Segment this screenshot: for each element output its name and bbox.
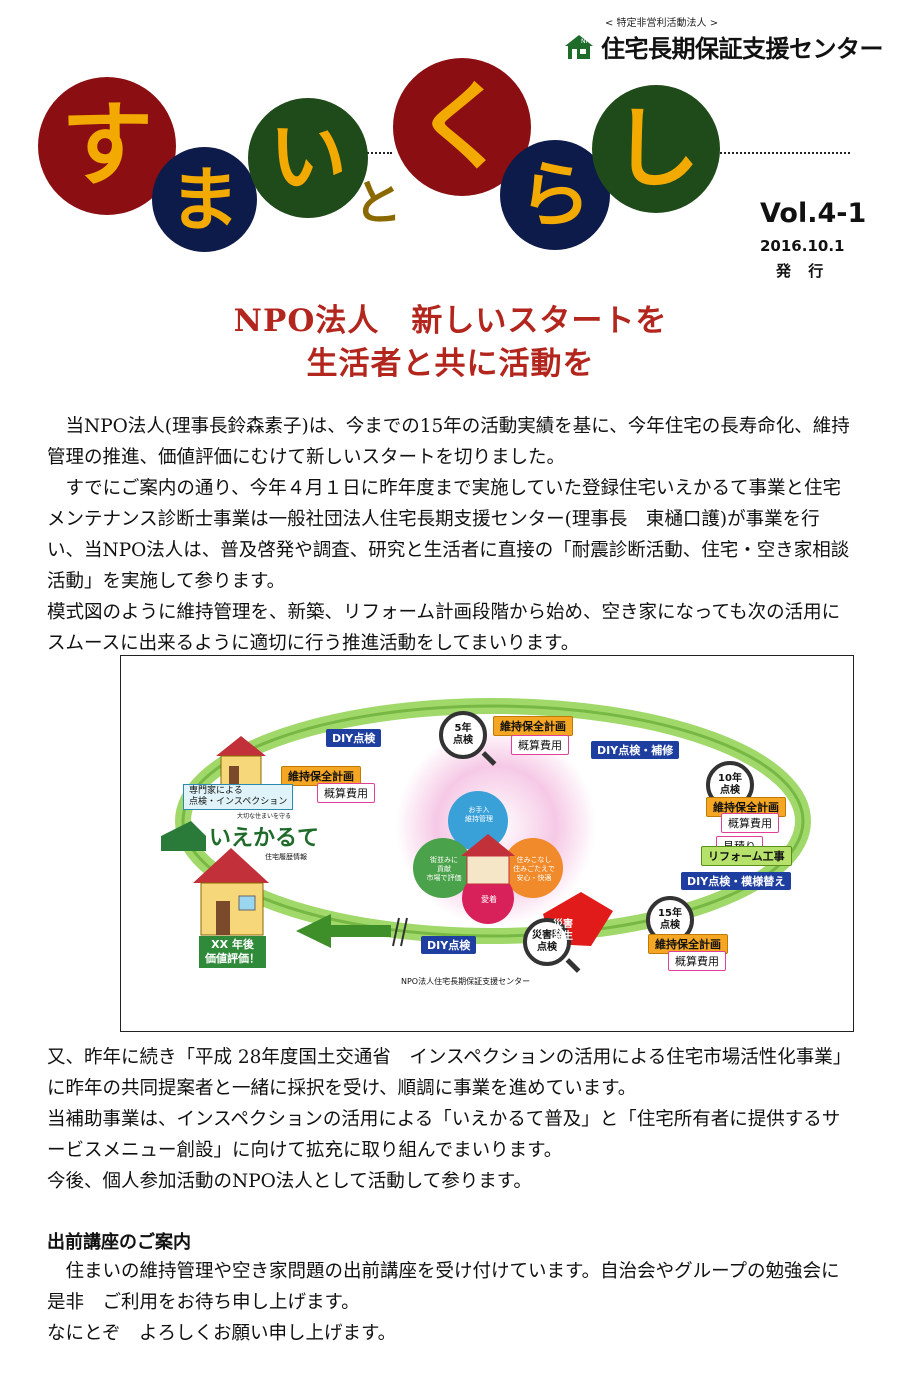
- paragraph: 又、昨年に続き「平成 28年度国土交通省 インスペクションの活用による住宅市場活…: [47, 1047, 852, 1099]
- expert-inspection-line2: 点検・インスペクション: [189, 797, 288, 807]
- value-evaluation-line1: XX 年後: [211, 938, 254, 951]
- dotted-rule-left: [360, 152, 392, 154]
- center-attachment-label: 愛着: [481, 895, 497, 904]
- headline-line2: 生活者と共に活動を: [306, 346, 595, 382]
- section-title: 出前講座のご案内: [47, 1232, 191, 1253]
- value-evaluation-box: XX 年後 価値評価！: [199, 936, 266, 968]
- section-body: 住まいの維持管理や空き家問題の出前講座を受け付けています。自治会やグループの勉強…: [47, 1256, 855, 1349]
- body-lower: 又、昨年に続き「平成 28年度国土交通省 インスペクションの活用による住宅市場活…: [47, 1042, 855, 1197]
- center-care-label: お手入 維持管理: [465, 806, 493, 823]
- issue-label: 発 行: [776, 262, 830, 280]
- maintenance-cycle-diagram: DIY点検 DIY点検・補修 DIY点検・模様替え DIY点検 5年 点検 10…: [120, 655, 854, 1032]
- inspection-5yr-icon: 5年 点検: [439, 711, 487, 759]
- cost-estimate-label: 概算費用: [668, 951, 726, 971]
- svg-text:NPO: NPO: [581, 38, 594, 45]
- volume-number: Vol.4-1: [760, 198, 867, 229]
- expert-inspection-box: 専門家による 点検・インスペクション: [183, 784, 294, 810]
- paragraph: 模式図のように維持管理を、新築、リフォーム計画段階から始め、空き家になっても次の…: [47, 602, 841, 654]
- maintenance-plan-label: 維持保全計画: [706, 797, 786, 817]
- issue-date: 2016.10.1: [760, 237, 845, 255]
- title-char-i: い: [248, 98, 368, 218]
- iekarute-tagline: 大切な住まいを守る: [237, 813, 292, 820]
- maintenance-plan-label: 維持保全計画: [648, 934, 728, 954]
- diy-check-label-bottom: DIY点検: [421, 936, 477, 954]
- paragraph: 今後、個人参加活動のNPO法人として活動して参ります。: [47, 1171, 532, 1192]
- paragraph: なにとぞ よろしくお願い申し上げます。: [47, 1323, 397, 1344]
- center-comfort-label: 住みこなし 住みごたえで 安心・快適: [513, 856, 555, 882]
- cost-estimate-label: 概算費用: [317, 783, 375, 803]
- expert-inspection-line1: 専門家による: [189, 786, 243, 796]
- body-upper: 当NPO法人(理事長鈴森素子)は、今までの15年の活動実績を基に、今年住宅の長寿…: [47, 411, 855, 659]
- title-char-ku: く: [393, 58, 531, 196]
- title-char-ra: ら: [500, 140, 610, 250]
- title-char-ma: ま: [152, 147, 257, 252]
- headline-line1: NPO法人 新しいスタートを: [233, 303, 668, 339]
- maintenance-plan-label: 維持保全計画: [281, 766, 361, 786]
- organization-header: < 特定非営利活動法人 > NPO 住宅長期保証支援センター: [563, 14, 884, 64]
- iekarute-logo: 大切な住まいを守る いえかるて 住宅履歴情報: [209, 811, 319, 862]
- cycle-ring: [161, 698, 811, 948]
- paragraph: すでにご案内の通り、今年４月１日に昨年度まで実施していた登録住宅いえかるて事業と…: [47, 478, 850, 592]
- diy-check-label: DIY点検: [326, 729, 382, 747]
- value-evaluation-line2: 価値評価！: [205, 952, 260, 965]
- paragraph: 当NPO法人(理事長鈴森素子)は、今までの15年の活動実績を基に、今年住宅の長寿…: [47, 416, 850, 468]
- org-type-label: < 特定非営利活動法人 >: [605, 18, 719, 29]
- diy-check-repair-label: DIY点検・補修: [591, 741, 680, 759]
- reform-work-label: リフォーム工事: [701, 846, 792, 866]
- iekarute-wordmark: いえかるて: [209, 826, 320, 851]
- diy-check-remodel-label: DIY点検・模様替え: [681, 872, 792, 890]
- title-char-to: と: [353, 175, 402, 231]
- paragraph: 当補助事業は、インスペクションの活用による「いえかるて普及」と「住宅所有者に提供…: [47, 1109, 841, 1161]
- iekarute-subtitle: 住宅履歴情報: [265, 853, 307, 861]
- org-name: 住宅長期保証支援センター: [601, 35, 884, 63]
- house-logo-icon: NPO: [565, 34, 594, 59]
- cost-estimate-label: 概算費用: [511, 735, 569, 755]
- cost-estimate-label: 概算費用: [721, 813, 779, 833]
- disaster-occurrence-label: 災害 発生: [553, 919, 573, 942]
- dotted-rule-right: [715, 152, 850, 154]
- diagram-footer: NPO法人住宅長期保証支援センター: [401, 977, 531, 986]
- newsletter-title: す ま い と く ら し: [0, 0, 901, 300]
- maintenance-plan-label: 維持保全計画: [493, 716, 573, 736]
- center-community-label: 街並みに 貢献 市場で評価: [426, 856, 462, 882]
- disaster-inspection-icon: 災害時 点検: [523, 918, 571, 966]
- paragraph: 住まいの維持管理や空き家問題の出前講座を受け付けています。自治会やグループの勉強…: [47, 1261, 840, 1313]
- title-char-shi: し: [592, 85, 720, 213]
